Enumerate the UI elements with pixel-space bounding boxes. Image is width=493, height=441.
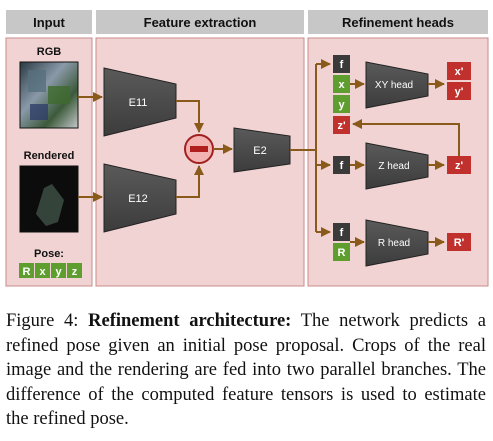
z-feedback-box — [333, 116, 350, 134]
rendered-label: Rendered — [24, 150, 75, 162]
refinement-architecture-diagram: Input Feature extraction Refinement head… — [5, 10, 489, 287]
pose-cell-label: x — [39, 266, 46, 278]
xy-output-x-label: x' — [455, 66, 464, 78]
rgb-image-detail — [28, 70, 70, 120]
r-output — [447, 233, 471, 251]
xy-output-x — [447, 62, 471, 80]
xy-input-y — [333, 95, 350, 113]
z-feedback-arrow — [352, 119, 460, 156]
feature-header: Feature extraction — [144, 15, 257, 30]
caption-body: The network predicts a refined pose give… — [6, 311, 486, 429]
z-head-label: Z head — [378, 161, 409, 172]
pose-cell — [51, 263, 66, 278]
pose-cell — [67, 263, 82, 278]
z-feedback-label: z' — [337, 120, 346, 132]
pose-label: Pose: — [34, 248, 64, 260]
z-input-f-label: f — [340, 160, 344, 172]
xy-input-y-label: y — [338, 99, 345, 111]
e12-label: E12 — [128, 193, 148, 205]
xy-head-label: XY head — [375, 80, 413, 91]
xy-head — [365, 61, 429, 109]
pose-cell — [19, 263, 34, 278]
pose-cell-label: z — [72, 266, 78, 278]
z-output-label: z' — [455, 160, 464, 172]
e11-label: E11 — [129, 97, 148, 109]
input-header-bar — [6, 10, 92, 34]
r-input-f — [333, 223, 350, 241]
r-head — [365, 219, 429, 267]
pose-cell-label: R — [23, 266, 31, 278]
e11-to-diff-arrow — [176, 100, 204, 133]
xy-output-y-label: y' — [455, 86, 464, 98]
r-input-r-label: R — [338, 247, 346, 259]
caption-prefix: Figure 4: — [6, 311, 89, 331]
figure-caption: Figure 4: Refinement architecture: The n… — [6, 309, 486, 432]
xy-input-x — [333, 75, 350, 93]
xy-input-f-label: f — [340, 59, 344, 71]
z-output — [447, 156, 471, 174]
r-input-r — [333, 243, 350, 261]
pose-cell — [35, 263, 50, 278]
e12-to-diff-arrow — [176, 165, 204, 198]
z-input-f — [333, 156, 350, 174]
input-header: Input — [33, 15, 65, 30]
e12-encoder — [103, 163, 177, 233]
e2-branch-connector — [290, 64, 317, 232]
xy-output-y — [447, 82, 471, 100]
r-input-f-label: f — [340, 227, 344, 239]
e2-label: E2 — [253, 145, 266, 157]
caption-title: Refinement architecture: — [88, 311, 292, 331]
xy-input-x-label: x — [338, 79, 345, 91]
pose-cell-label: y — [55, 266, 62, 278]
z-head — [365, 142, 429, 190]
xy-input-f — [333, 55, 350, 73]
r-output-label: R' — [454, 237, 465, 249]
feature-header-bar — [96, 10, 304, 34]
e11-encoder — [103, 67, 177, 137]
refine-header: Refinement heads — [342, 15, 454, 30]
r-head-label: R head — [378, 238, 410, 249]
e2-encoder — [233, 127, 291, 173]
rgb-label: RGB — [37, 46, 62, 58]
rendered-object — [36, 184, 64, 226]
minus-icon — [190, 146, 208, 152]
pose-cells: R x y z — [19, 263, 82, 278]
refine-header-bar — [308, 10, 488, 34]
